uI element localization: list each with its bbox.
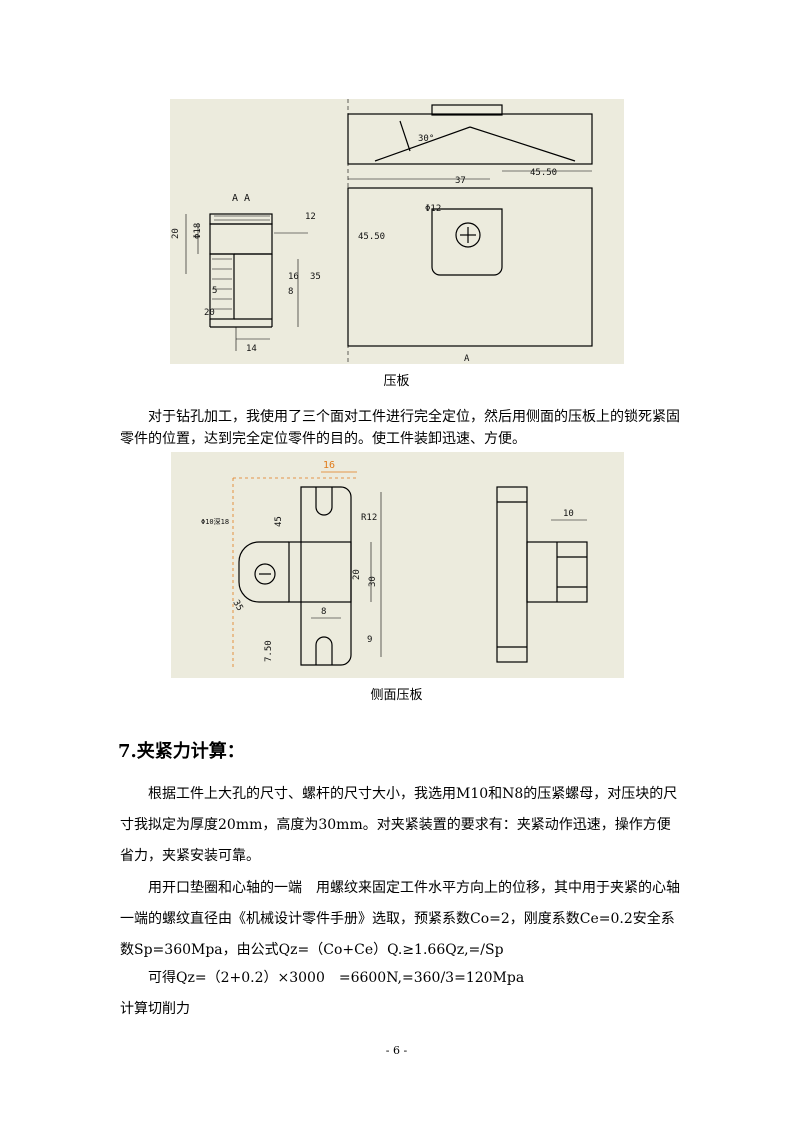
- figure-side-pressure-plate: 16 Φ10深18 45 R12 20 30 35 8 9 7.50 10: [171, 452, 624, 678]
- paragraph-drilling-text: 对于钻孔加工，我使用了三个面对工件进行完全定位，然后用侧面的压板上的锁死紧固零件…: [120, 409, 680, 447]
- fig2-r12: R12: [361, 513, 377, 523]
- fig1-h20: 20: [171, 228, 181, 239]
- fig1-dim20: 20: [204, 308, 215, 318]
- section7-heading: 7.夹紧力计算：: [118, 741, 245, 762]
- page-number: - 6 -: [385, 1044, 408, 1057]
- fig2-dim8: 8: [321, 607, 326, 617]
- fig1-dim45-top: 45.50: [530, 168, 557, 178]
- fig1-dim16: 16: [288, 272, 299, 282]
- pressure-plate-drawing: A A Φ18 20 30° Φ12 45.50 45.50 37 12 8 3…: [171, 99, 593, 364]
- fig1-d18: Φ18: [193, 223, 203, 239]
- fig1-dim37: 37: [455, 176, 466, 186]
- fig2-dim35: 35: [230, 599, 244, 613]
- section7-line-3: 可得Qz=（2+0.2）×3000 =6600N,=360/3=120Mpa: [148, 970, 525, 986]
- fig2-dim10: 10: [563, 509, 574, 519]
- fig1-side12: 12: [305, 212, 316, 222]
- section7-paragraph-2-text: 用开口垫圈和心轴的一端 用螺纹来固定工件水平方向上的位移，其中用于夹紧的心轴一端…: [120, 880, 680, 958]
- section7-paragraph-2: 用开口垫圈和心轴的一端 用螺纹来固定工件水平方向上的位移，其中用于夹紧的心轴一端…: [120, 873, 680, 966]
- paragraph-drilling: 对于钻孔加工，我使用了三个面对工件进行完全定位，然后用侧面的压板上的锁死紧固零件…: [120, 406, 680, 450]
- figure2-caption: 侧面压板: [370, 688, 423, 703]
- fig2-dim20: 20: [352, 569, 362, 580]
- fig2-dim9: 9: [367, 635, 372, 645]
- fig1-mark-a: A: [464, 354, 470, 364]
- fig1-section-label: A A: [232, 193, 250, 204]
- fig2-dim45: 45: [274, 516, 284, 527]
- side-pressure-plate-drawing: 16 Φ10深18 45 R12 20 30 35 8 9 7.50 10: [201, 460, 588, 667]
- fig2-dim16: 16: [323, 460, 335, 471]
- fig1-dim45: 45.50: [358, 232, 385, 242]
- fig1-dim8: 8: [288, 287, 293, 297]
- fig2-note: Φ10深18: [201, 517, 229, 526]
- fig2-dim30: 30: [368, 576, 378, 587]
- fig2-dim7: 7.50: [264, 640, 274, 662]
- fig1-hole: Φ12: [425, 204, 441, 214]
- section7-paragraph-1: 根据工件上大孔的尺寸、螺杆的尺寸大小，我选用M10和N8的压紧螺母，对压块的尺寸…: [120, 779, 680, 872]
- fig1-dim5: 5: [212, 286, 217, 296]
- figure-pressure-plate: A A Φ18 20 30° Φ12 45.50 45.50 37 12 8 3…: [170, 99, 624, 364]
- fig1-dim14: 14: [246, 344, 257, 354]
- fig1-angle: 30°: [418, 134, 434, 144]
- section7-paragraph-1-text: 根据工件上大孔的尺寸、螺杆的尺寸大小，我选用M10和N8的压紧螺母，对压块的尺寸…: [120, 786, 678, 864]
- section7-line-4: 计算切削力: [120, 1001, 190, 1017]
- fig1-dim35: 35: [310, 272, 321, 282]
- figure1-caption: 压板: [383, 374, 410, 389]
